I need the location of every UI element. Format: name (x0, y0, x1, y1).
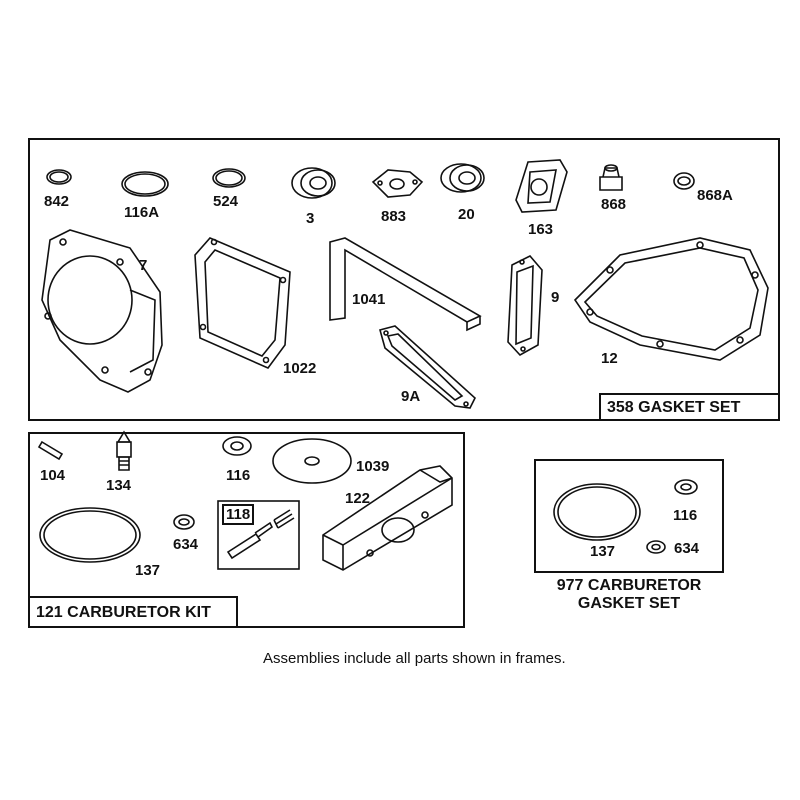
part-524-ring-icon (212, 168, 246, 188)
part-label-634: 634 (173, 536, 199, 553)
carburetor-kit-frame (28, 432, 465, 628)
part-label-3: 3 (306, 210, 315, 227)
part-118-screw-spring-icon (217, 500, 300, 570)
part-label-116b: 116 (673, 507, 698, 524)
part-1022-gasket-icon (194, 237, 291, 369)
part-label-20: 20 (458, 206, 475, 223)
part-label-163: 163 (528, 221, 554, 238)
part-868-fitting-icon (599, 164, 623, 191)
carburetor-gasket-label-line2: GASKET SET (577, 594, 681, 612)
part-label-9a: 9A (401, 388, 421, 405)
part-104-pin-icon (37, 440, 64, 461)
part-137-ring-icon (39, 507, 141, 563)
part-label-116: 116 (226, 467, 251, 484)
carburetor-gasket-set-label: 977 CARBURETOR GASKET SET (534, 571, 724, 619)
part-label-842: 842 (44, 193, 70, 210)
part-122-spacer-icon (322, 465, 453, 571)
part-label-122: 122 (345, 490, 371, 507)
part-label-1022: 1022 (283, 360, 317, 377)
carburetor-kit-label: 121 CARBURETOR KIT (28, 596, 238, 628)
part-163-gasket-icon (515, 159, 568, 213)
part-label-7: 7 (139, 257, 148, 274)
part-label-1039: 1039 (356, 458, 390, 475)
part-9-gasket-icon (507, 255, 543, 357)
part-134-needle-icon (116, 430, 132, 471)
part-12-crankcase-gasket-icon (573, 237, 769, 361)
part-label-883: 883 (381, 208, 407, 225)
gasket-set-label: 358 GASKET SET (599, 393, 780, 421)
part-label-137: 137 (135, 562, 161, 579)
part-label-868a: 868A (697, 187, 733, 204)
part-116-washer-icon (222, 436, 252, 456)
part-116b-washer-icon (674, 479, 698, 495)
part-3-seal-icon (291, 167, 336, 199)
part-137b-ring-icon (553, 483, 641, 541)
part-label-634b: 634 (674, 540, 700, 557)
part-label-12: 12 (601, 350, 618, 367)
gasket-set-frame (28, 138, 780, 421)
part-116a-ring-icon (121, 171, 169, 197)
part-label-134: 134 (106, 477, 132, 494)
part-label-868: 868 (601, 196, 627, 213)
part-label-118: 118 (222, 504, 255, 525)
assemblies-note: Assemblies include all parts shown in fr… (263, 650, 566, 667)
part-9a-gasket-icon (379, 325, 476, 409)
part-label-104: 104 (40, 467, 66, 484)
part-1041-bracket-icon (329, 237, 482, 332)
part-label-137b: 137 (590, 543, 616, 560)
part-label-524: 524 (213, 193, 239, 210)
part-20-seal-icon (440, 163, 485, 193)
part-842-ring-icon (46, 169, 72, 185)
part-label-116a: 116A (124, 204, 160, 221)
part-1039-disc-icon (272, 438, 352, 484)
part-868a-washer-icon (673, 172, 695, 190)
part-883-plate-icon (371, 169, 424, 198)
part-label-1041: 1041 (352, 291, 386, 308)
carburetor-gasket-label-line1: 977 CARBURETOR (556, 577, 702, 594)
part-634-washer-icon (173, 514, 195, 530)
part-label-9: 9 (551, 289, 560, 306)
part-7-head-gasket-icon (41, 229, 163, 393)
part-634b-washer-icon (646, 540, 666, 554)
